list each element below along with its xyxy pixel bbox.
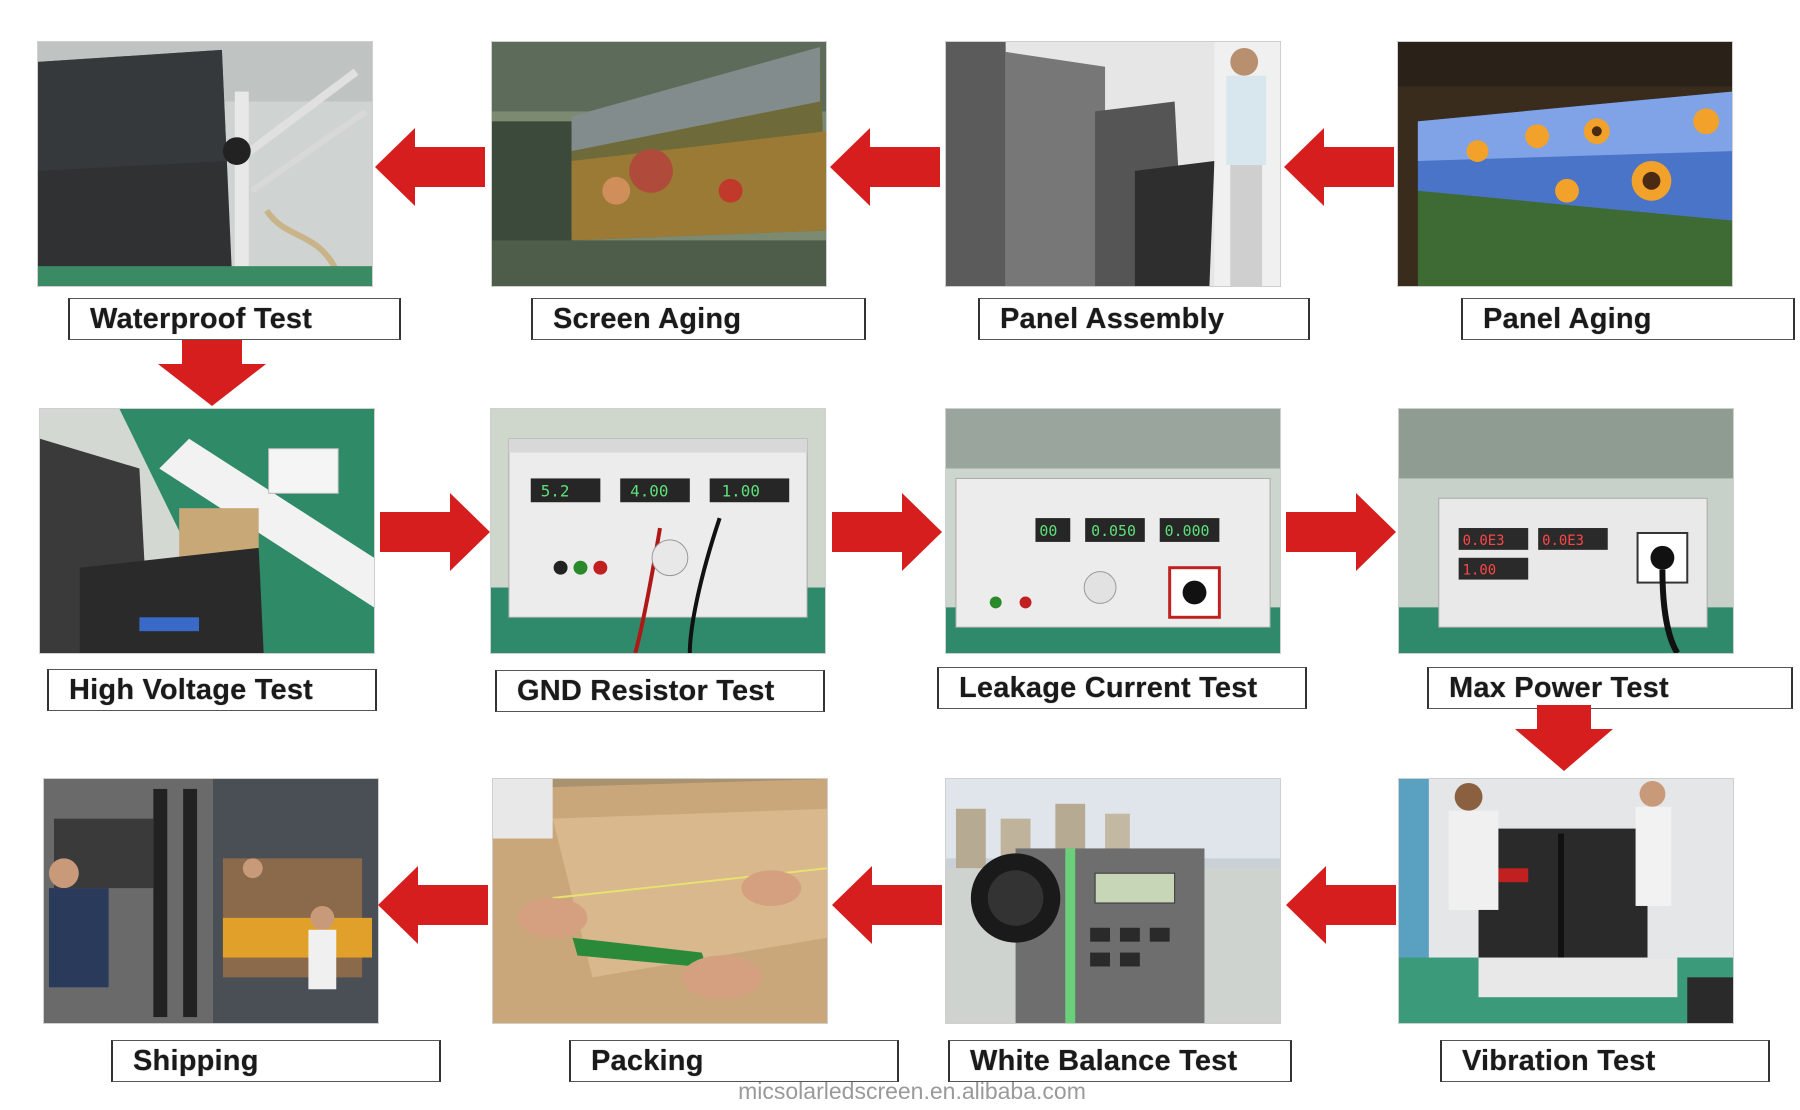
arrow-left-icon <box>1284 128 1394 206</box>
photo-panel-aging <box>1397 41 1733 287</box>
arrow-left-icon <box>832 866 942 944</box>
arrow-down-icon <box>1515 705 1613 771</box>
step-label-packing: Packing <box>569 1040 899 1082</box>
photo-gnd-resistor-test: 5.2 4.00 1.00 <box>490 408 826 654</box>
gnd-meter-3: 1.00 <box>722 481 760 500</box>
photo-high-voltage-test <box>39 408 375 654</box>
step-label-screen-aging: Screen Aging <box>531 298 866 340</box>
step-label-vibration-test: Vibration Test <box>1440 1040 1770 1082</box>
step-label-high-voltage-test: High Voltage Test <box>47 669 377 711</box>
photo-panel-assembly <box>945 41 1281 287</box>
step-label-white-balance-test: White Balance Test <box>948 1040 1292 1082</box>
step-label-panel-assembly: Panel Assembly <box>978 298 1310 340</box>
leakage-meter-2: 0.050 <box>1091 522 1136 540</box>
photo-leakage-current-test: 00 0.050 0.000 <box>945 408 1281 654</box>
step-label-max-power-test: Max Power Test <box>1427 667 1793 709</box>
power-meter-3: 1.00 <box>1463 563 1496 579</box>
leakage-meter-1: 00 <box>1039 522 1057 540</box>
photo-vibration-test <box>1398 778 1734 1024</box>
step-label-waterproof-test: Waterproof Test <box>68 298 401 340</box>
arrow-right-icon <box>380 493 490 571</box>
step-label-leakage-current-test: Leakage Current Test <box>937 667 1307 709</box>
photo-max-power-test: 0.0E3 0.0E3 1.00 <box>1398 408 1734 654</box>
power-meter-1: 0.0E3 <box>1463 533 1505 549</box>
leakage-meter-3: 0.000 <box>1165 522 1210 540</box>
step-label-panel-aging: Panel Aging <box>1461 298 1795 340</box>
watermark-text: micsolarledscreen.en.alibaba.com <box>738 1078 1086 1104</box>
photo-packing <box>492 778 828 1024</box>
arrow-left-icon <box>830 128 940 206</box>
arrow-left-icon <box>375 128 485 206</box>
arrow-left-icon <box>1286 866 1396 944</box>
arrow-right-icon <box>832 493 942 571</box>
power-meter-2: 0.0E3 <box>1542 533 1584 549</box>
step-label-gnd-resistor-test: GND Resistor Test <box>495 670 825 712</box>
photo-white-balance-test <box>945 778 1281 1024</box>
photo-screen-aging <box>491 41 827 287</box>
photo-shipping <box>43 778 379 1024</box>
step-label-shipping: Shipping <box>111 1040 441 1082</box>
gnd-meter-1: 5.2 <box>541 481 570 500</box>
photo-waterproof-test <box>37 41 373 287</box>
gnd-meter-2: 4.00 <box>630 481 668 500</box>
arrow-left-icon <box>378 866 488 944</box>
arrow-right-icon <box>1286 493 1396 571</box>
arrow-down-icon <box>158 340 266 406</box>
